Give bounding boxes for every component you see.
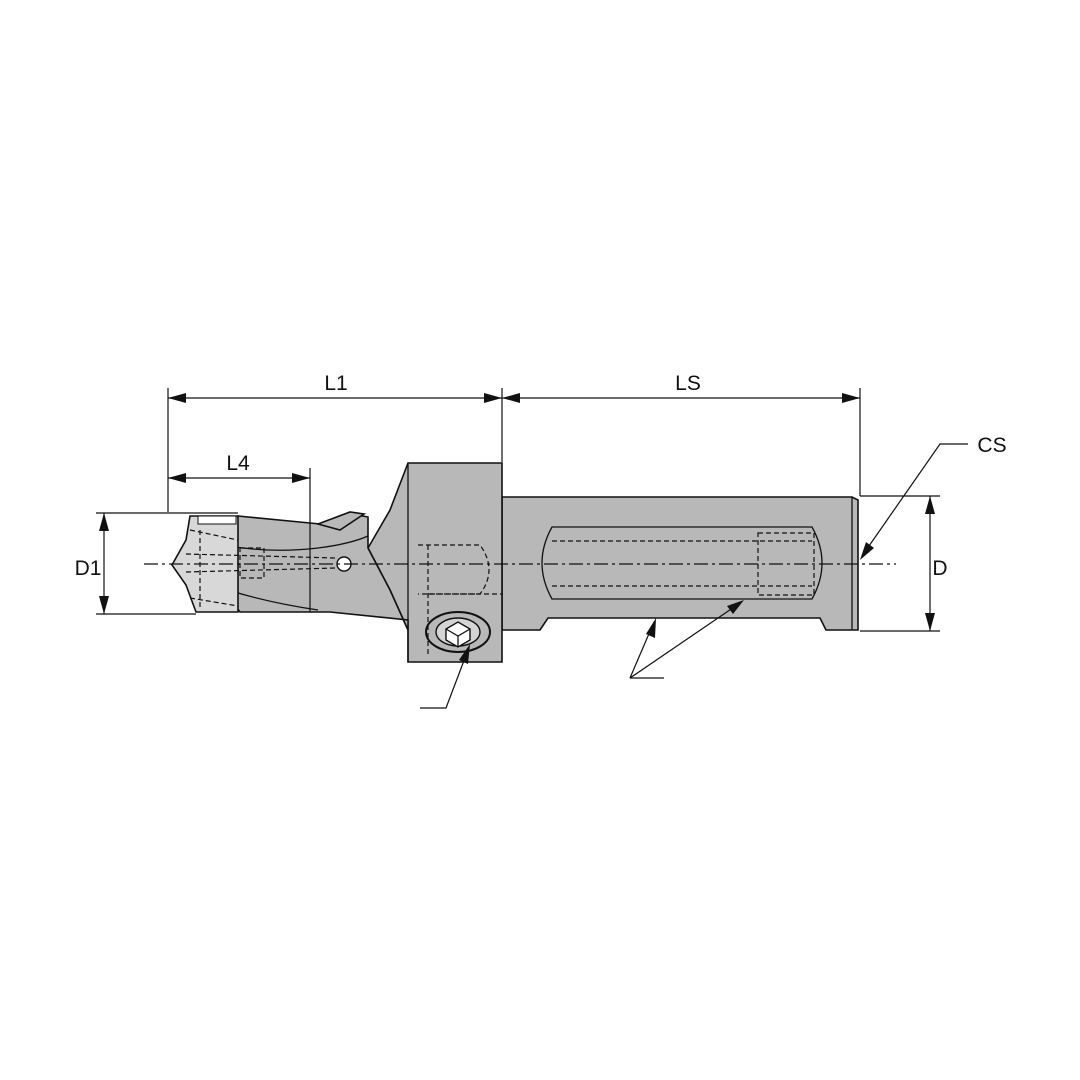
- l1-label: L1: [324, 372, 347, 395]
- flat-leader-2: [629, 602, 741, 679]
- screw-leader-arrow: [459, 644, 470, 664]
- shank-flat: [541, 526, 823, 600]
- hex-socket-icon: [445, 621, 471, 648]
- d-label: D: [932, 557, 947, 580]
- flat-leader-2-arrow: [727, 600, 744, 614]
- d1-label: D1: [75, 557, 102, 580]
- d1-arrow-top: [99, 513, 109, 531]
- ls-arrow-right: [842, 393, 860, 403]
- screw-leader: [420, 649, 469, 709]
- ls-label: LS: [675, 372, 701, 395]
- flange-hidden-outline: [427, 545, 502, 655]
- l4-arrow-right: [292, 473, 310, 483]
- insert-edge-white: [197, 515, 237, 525]
- l4-arrow-left: [168, 473, 186, 483]
- cs-arrow: [860, 542, 874, 560]
- flat-hidden-pocket: [757, 532, 815, 596]
- cs-label: CS: [977, 434, 1006, 457]
- insert-hidden-outline: [189, 529, 239, 608]
- flute-tip-fin: [315, 511, 367, 531]
- hex-socket-edges: [445, 628, 471, 647]
- d-arrow-bottom: [925, 613, 935, 631]
- l1-arrow-right: [484, 393, 502, 403]
- l4-label: L4: [226, 452, 250, 475]
- ls-arrow-left: [502, 393, 520, 403]
- d1-arrow-bottom: [99, 596, 109, 614]
- cs-leader: [861, 443, 968, 557]
- d-arrow-top: [925, 496, 935, 514]
- insert-screw-hidden: [239, 547, 265, 579]
- l1-arrow-left: [168, 393, 186, 403]
- coolant-channel-hidden: [185, 553, 337, 573]
- flat-leader-1-arrow: [646, 618, 656, 638]
